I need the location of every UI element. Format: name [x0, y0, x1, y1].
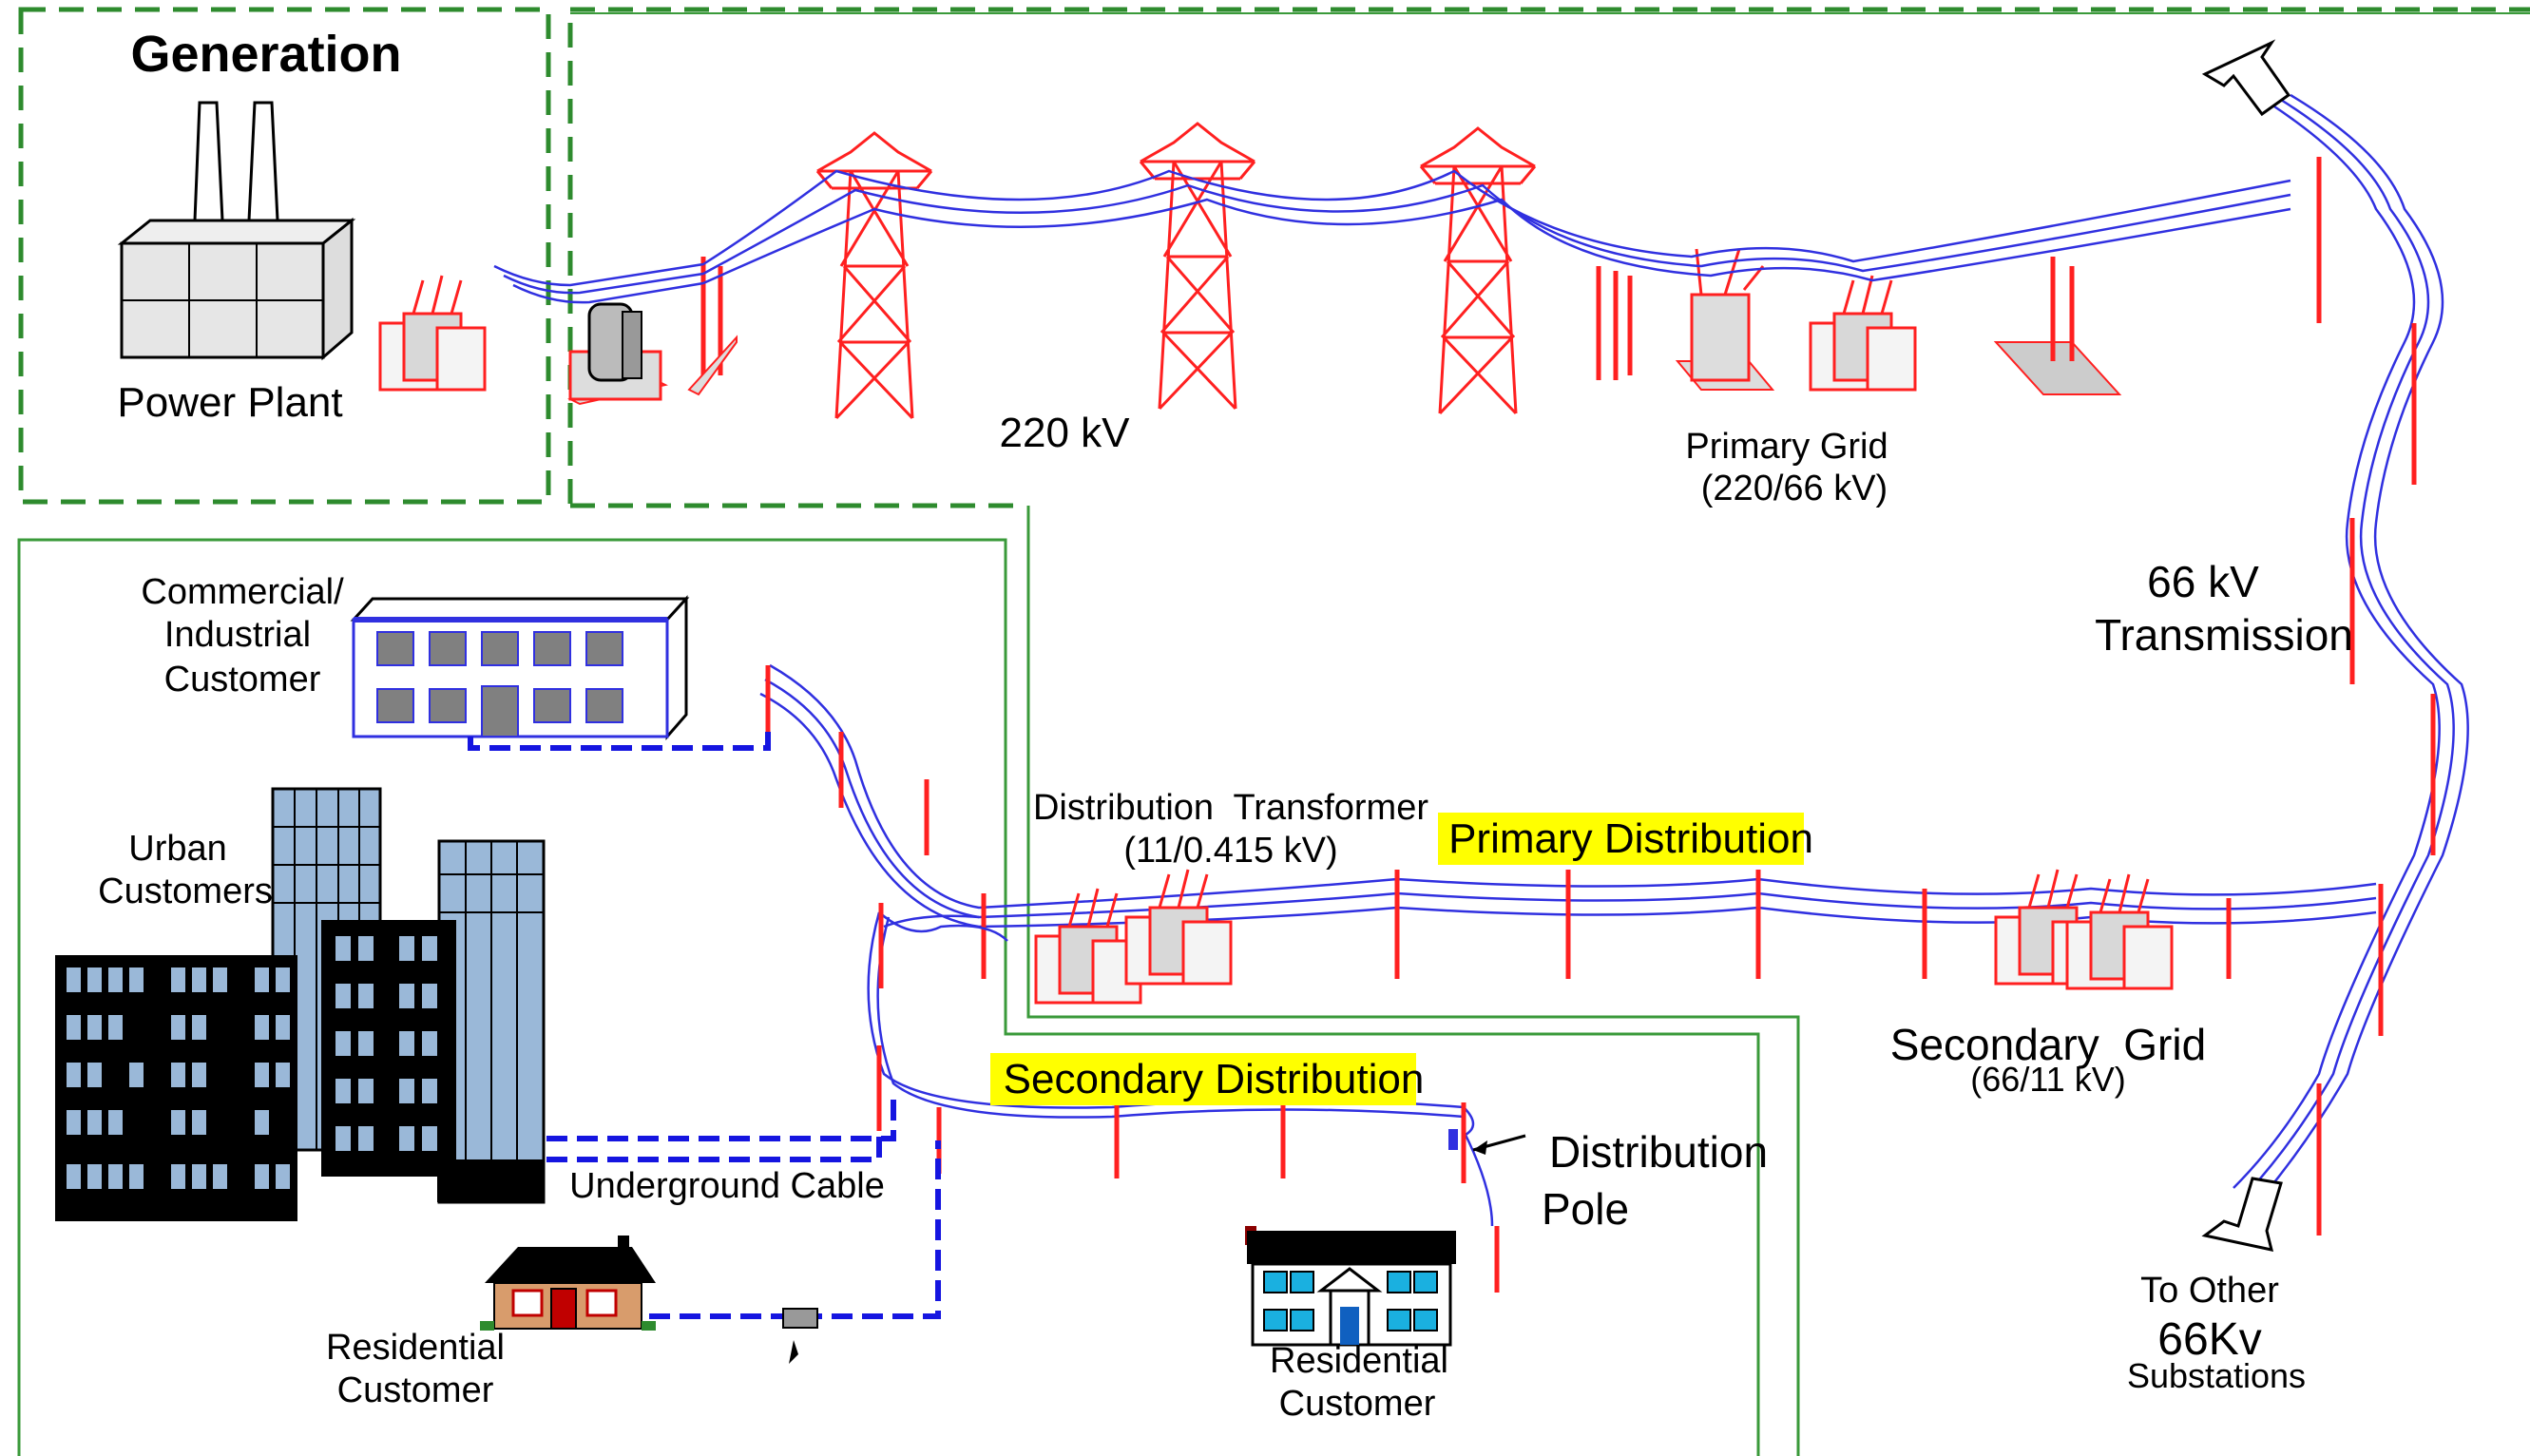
- secondary-grid-ratio-label: (66/11 kV): [1970, 1060, 2125, 1099]
- underground-cables: [468, 732, 941, 1319]
- primary-grid-substation-icon: [1675, 248, 2122, 395]
- to-other-label-line1: To Other: [2140, 1271, 2279, 1311]
- to-other-label-line2: 66Kv: [2157, 1314, 2261, 1365]
- residential-mansion-icon: [1245, 1226, 1456, 1347]
- transmission-220kv-structures: [687, 122, 1633, 420]
- cable-joint-pointer: [789, 1340, 798, 1364]
- generation-transformer-icon: [378, 274, 487, 392]
- commercial-building-icon: [350, 595, 690, 741]
- residential-customer-1-line1: Residential: [326, 1328, 505, 1368]
- residential-customer-1-line2: Customer: [337, 1370, 494, 1410]
- secondary-distribution-label: Secondary Distribution: [1004, 1056, 1425, 1102]
- transmission-66kv-lines: [2233, 93, 2469, 1198]
- residential-customer-2-line1: Residential: [1270, 1341, 1448, 1381]
- secondary-grid-label: Secondary Grid: [1890, 1020, 2206, 1069]
- primary-distribution-label: Primary Distribution: [1448, 815, 1813, 862]
- transmission-66kv-poles: [2316, 157, 2436, 1236]
- secondary-distribution-poles: [876, 903, 1500, 1293]
- distribution-transformer-ratio-label: (11/0.415 kV): [1123, 831, 1337, 871]
- transmission-tower-3: [1419, 126, 1537, 415]
- transmission-220kv-label: 220 kV: [1000, 410, 1131, 456]
- residential-house-icon: [480, 1236, 656, 1331]
- transmission-zone-border: [567, 7, 2530, 504]
- power-plant-label: Power Plant: [117, 379, 342, 426]
- arrow-up-icon: [2201, 39, 2291, 117]
- power-plant-icon: [117, 101, 356, 361]
- distribution-pole-label-line1: Distribution: [1549, 1127, 1768, 1177]
- secondary-distribution-lines: [867, 911, 1494, 1227]
- transmission-tower-2: [1139, 122, 1256, 411]
- distribution-transformer-label: Distribution Transformer: [1033, 788, 1428, 828]
- distribution-pole-pointer-head: [1473, 1140, 1487, 1155]
- urban-label-line1: Urban: [128, 829, 227, 869]
- distribution-transformer-icon-2: [1124, 868, 1233, 986]
- arrow-down-icon: [2201, 1177, 2283, 1252]
- step-up-transformer-icon: [567, 302, 668, 406]
- distribution-pole-label-line2: Pole: [1542, 1184, 1629, 1234]
- transmission-66kv-label-line2: Transmission: [2095, 610, 2353, 660]
- primary-grid-label: Primary Grid: [1685, 427, 1888, 467]
- urban-buildings-icon: [55, 787, 546, 1221]
- cable-joint-icon: [782, 1308, 818, 1329]
- primary-distribution-highlight: [1438, 813, 1804, 865]
- urban-label-line2: Customers: [98, 872, 273, 911]
- transmission-66kv-label-line1: 66 kV: [2147, 557, 2259, 606]
- primary-distribution-zone-border: [1026, 506, 1800, 1456]
- commercial-label-line1: Commercial/: [141, 572, 344, 612]
- distribution-pole-marker: [1448, 1129, 1458, 1150]
- generation-title: Generation: [130, 26, 401, 83]
- primary-distribution-poles: [765, 665, 2232, 979]
- commercial-label-line2: Industrial: [164, 615, 311, 655]
- generation-zone-border: [18, 7, 551, 505]
- residential-customer-2-line2: Customer: [1279, 1384, 1436, 1424]
- transmission-tower-1: [815, 131, 933, 420]
- commercial-label-line3: Customer: [164, 660, 321, 699]
- to-other-label-line3: Substations: [2127, 1356, 2306, 1395]
- underground-cable-label: Underground Cable: [569, 1166, 885, 1206]
- secondary-distribution-highlight: [990, 1053, 1416, 1105]
- secondary-distribution-zone-border: [17, 538, 1760, 1456]
- transmission-220kv-lines: [493, 169, 2291, 304]
- primary-grid-ratio-label: (220/66 kV): [1701, 469, 1888, 508]
